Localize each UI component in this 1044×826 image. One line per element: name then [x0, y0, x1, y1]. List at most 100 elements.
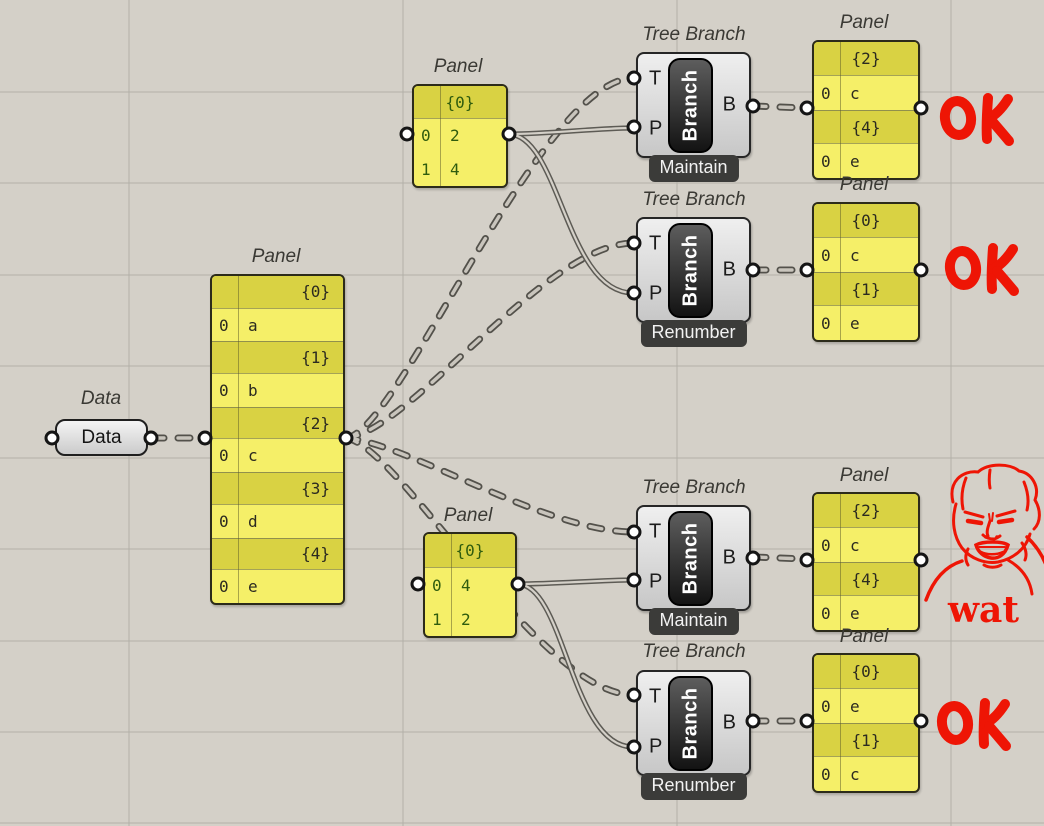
output-b-label: B: [722, 546, 736, 569]
branch-header: {2}: [814, 42, 918, 76]
output-panel-2-title: Panel: [839, 174, 889, 195]
output-panel-1-title: Panel: [839, 12, 889, 33]
tb3-port-p[interactable]: [626, 572, 642, 588]
input-panel-top-title: Panel: [433, 56, 483, 77]
list-wires[interactable]: [508, 125, 634, 750]
branch-header: {3}: [212, 472, 343, 505]
output-panel-2-input-port[interactable]: [799, 262, 815, 278]
tb3-port-b[interactable]: [745, 550, 761, 566]
output-panel-1-output-port[interactable]: [913, 100, 929, 116]
tree-branch-3-component[interactable]: T P Branch B Maintain: [636, 505, 751, 635]
branch-capsule[interactable]: Branch: [668, 511, 713, 606]
tree-branch-2-title: Tree Branch: [642, 189, 746, 210]
branch-capsule[interactable]: Branch: [668, 676, 713, 771]
branch-capsule[interactable]: Branch: [668, 223, 713, 318]
tree-branch-3-title: Tree Branch: [642, 477, 746, 498]
output-panel-4-output-port[interactable]: [913, 713, 929, 729]
tree-branch-4-title: Tree Branch: [642, 641, 746, 662]
tree-branch-4-component[interactable]: T P Branch B Renumber: [636, 670, 751, 800]
input-panel-bottom-title: Panel: [443, 505, 493, 526]
branch-header: {0}: [814, 655, 918, 689]
branch-header: {4}: [814, 110, 918, 144]
output-panel-4-input-port[interactable]: [799, 713, 815, 729]
output-panel-3-output-port[interactable]: [913, 552, 929, 568]
input-p-label: P: [649, 570, 663, 593]
tb4-port-b[interactable]: [745, 713, 761, 729]
mode-tag-renumber: Renumber: [640, 320, 747, 347]
input-panel-top-input-port[interactable]: [399, 126, 415, 142]
branch-header: {1}: [814, 272, 918, 306]
data-input-port[interactable]: [44, 430, 60, 446]
output-b-label: B: [722, 93, 736, 116]
tb2-port-b[interactable]: [745, 262, 761, 278]
tb1-port-b[interactable]: [745, 98, 761, 114]
tb4-port-t[interactable]: [626, 687, 642, 703]
tb3-port-t[interactable]: [626, 524, 642, 540]
branch-header: {0}: [814, 204, 918, 238]
input-panel-top-output-port[interactable]: [501, 126, 517, 142]
data-component-label: Data: [81, 426, 122, 448]
branch-header: {2}: [814, 494, 918, 528]
branch-header: {2}: [212, 406, 343, 440]
branch-capsule[interactable]: Branch: [668, 58, 713, 153]
mode-tag-renumber: Renumber: [640, 773, 747, 800]
tree-branch-1-title: Tree Branch: [642, 24, 746, 45]
input-panel-bottom-input-port[interactable]: [410, 576, 426, 592]
data-output-port[interactable]: [143, 430, 159, 446]
list-wires-core: [508, 126, 634, 749]
output-panel-4-title: Panel: [839, 626, 889, 647]
output-panel-1-input-port[interactable]: [799, 100, 815, 116]
main-panel-input-port[interactable]: [197, 430, 213, 446]
output-b-label: B: [722, 258, 736, 281]
branch-header: {4}: [814, 562, 918, 596]
tb2-port-t[interactable]: [626, 235, 642, 251]
output-panel-2-output-port[interactable]: [913, 262, 929, 278]
mode-tag-maintain: Maintain: [648, 608, 739, 635]
data-component-title: Data: [80, 388, 122, 409]
branch-header: {1}: [814, 723, 918, 757]
tree-branch-1-component[interactable]: T P Branch B Maintain: [636, 52, 751, 182]
main-panel-output-port[interactable]: [338, 430, 354, 446]
input-t-label: T: [649, 232, 662, 255]
branch-header: {0}: [425, 534, 515, 568]
tb4-port-p[interactable]: [626, 739, 642, 755]
input-panel-bottom-output-port[interactable]: [510, 576, 526, 592]
data-component[interactable]: Data: [55, 419, 148, 456]
branch-header: {0}: [414, 86, 506, 120]
branch-header: {4}: [212, 537, 343, 571]
input-p-label: P: [649, 735, 663, 758]
tb1-port-p[interactable]: [626, 119, 642, 135]
tree-branch-2-component[interactable]: T P Branch B Renumber: [636, 217, 751, 347]
input-t-label: T: [649, 67, 662, 90]
tb1-port-t[interactable]: [626, 70, 642, 86]
branch-header: {1}: [212, 341, 343, 375]
output-b-label: B: [722, 711, 736, 734]
tb2-port-p[interactable]: [626, 285, 642, 301]
output-panel-3-input-port[interactable]: [799, 552, 815, 568]
input-t-label: T: [649, 520, 662, 543]
